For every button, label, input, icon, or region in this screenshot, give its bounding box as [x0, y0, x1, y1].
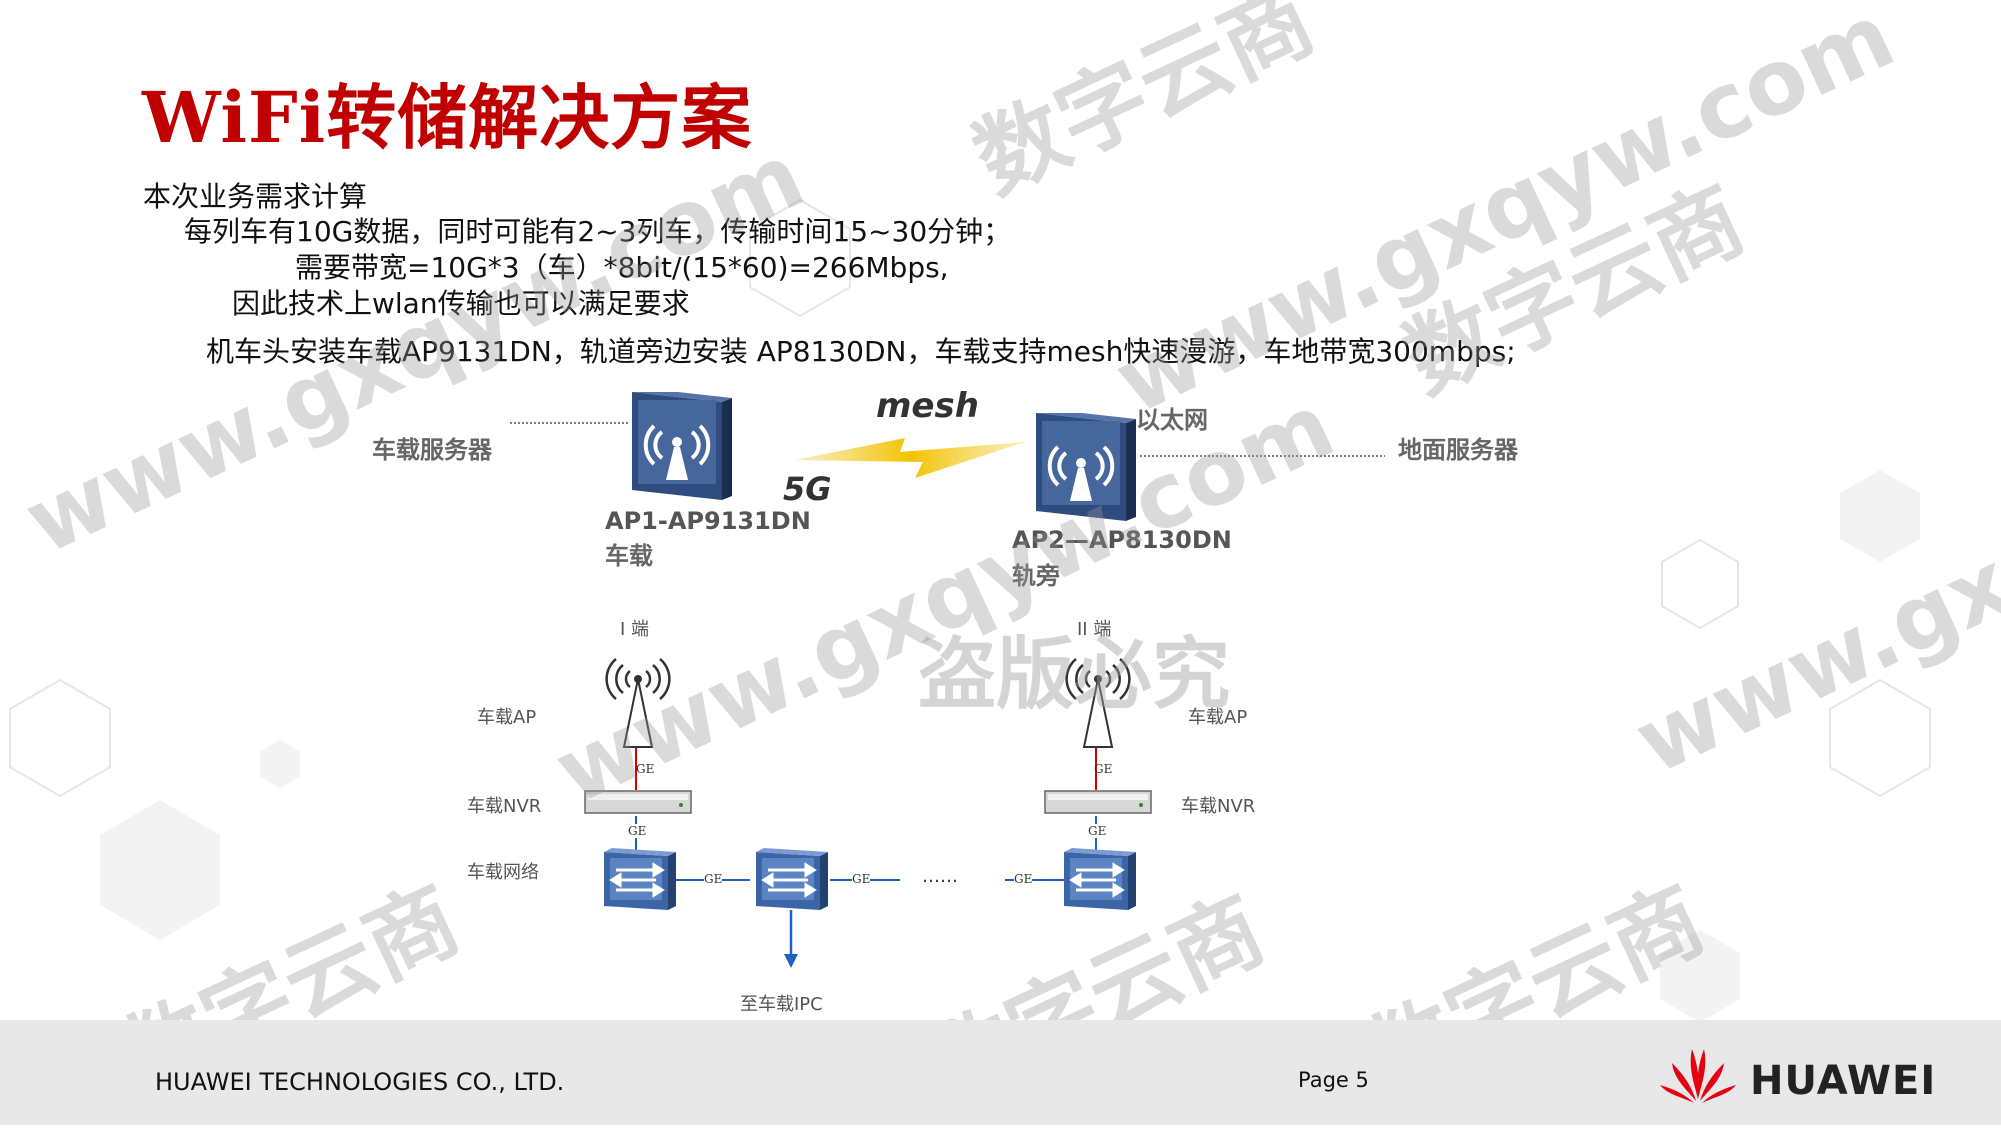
deployment-line: 机车头安装车载AP9131DN，轨道旁边安装 AP8130DN，车载支持mesh…	[206, 335, 1516, 368]
vehicle-server-label: 车载服务器	[372, 436, 492, 464]
ge-label-ap-nvr-left: GE	[636, 762, 655, 776]
end2-label: II 端	[1077, 619, 1112, 640]
page-number: Page 5	[1298, 1068, 1369, 1092]
vehicle-nvr-right-icon	[1044, 790, 1152, 814]
vehicle-network-label: 车载网络	[467, 862, 539, 883]
slide-title: WiFi转储解决方案	[142, 76, 753, 159]
ap2-access-point-icon	[1036, 413, 1136, 521]
ge-label-chain-2: GE	[852, 872, 871, 886]
vehicle-ap-antenna-left-icon	[605, 658, 671, 748]
vehicle-ap-right-label: 车载AP	[1188, 707, 1248, 728]
vehicle-ap-antenna-right-icon	[1065, 658, 1131, 748]
vehicle-nvr-left-label: 车载NVR	[467, 796, 542, 817]
anti-piracy-watermark: 盗版必究	[918, 630, 1231, 720]
ap-nvr-link-right	[1095, 748, 1097, 790]
requirement-line: 每列车有10G数据，同时可能有2~3列车，传输时间15~30分钟；	[184, 215, 1012, 248]
band-label: 5G	[783, 470, 832, 508]
ap-nvr-link-left	[635, 748, 637, 790]
ap1-access-point-icon	[632, 392, 732, 500]
ge-label-ap-nvr-right: GE	[1094, 762, 1113, 776]
ap2-place-label: 轨旁	[1012, 562, 1060, 590]
vehicle-switch-2-icon	[756, 848, 828, 910]
ge-label-nvr-switch-right: GE	[1088, 824, 1107, 838]
ge-label-chain-3: GE	[1014, 872, 1033, 886]
bandwidth-formula: 需要带宽=10G*3（车）*8bit/(15*60)=266Mbps,	[295, 251, 949, 284]
vehicle-ap-left-label: 车载AP	[477, 707, 537, 728]
intro-text: 本次业务需求计算	[143, 180, 368, 213]
mesh-label: mesh	[876, 386, 979, 426]
huawei-brand-text: HUAWEI	[1750, 1058, 1937, 1104]
arrow-down-icon	[784, 910, 798, 968]
conclusion-line: 因此技术上wlan传输也可以满足要求	[232, 287, 690, 320]
ap1-model-label: AP1-AP9131DN	[605, 507, 811, 535]
ge-label-chain-1: GE	[704, 872, 723, 886]
huawei-logo-icon	[1660, 1049, 1736, 1103]
end1-label: I 端	[620, 619, 650, 640]
vehicle-server-link	[510, 422, 630, 424]
to-ipc-label: 至车载IPC	[740, 994, 823, 1015]
vehicle-switch-1-icon	[604, 848, 676, 910]
footer-company: HUAWEI TECHNOLOGIES CO., LTD.	[155, 1068, 565, 1096]
vehicle-nvr-left-icon	[584, 790, 692, 814]
ap2-model-label: AP2—AP8130DN	[1012, 526, 1232, 554]
mesh-wireless-link-icon	[795, 438, 1025, 478]
ethernet-label: 以太网	[1136, 406, 1208, 434]
ground-server-link	[1140, 455, 1385, 457]
ground-server-label: 地面服务器	[1398, 436, 1518, 464]
vehicle-switch-3-icon	[1064, 848, 1136, 910]
ge-label-nvr-switch-left: GE	[628, 824, 647, 838]
footer-bar	[0, 1020, 2001, 1125]
ap1-place-label: 车载	[605, 542, 653, 570]
vehicle-nvr-right-label: 车载NVR	[1181, 796, 1256, 817]
chain-continuation-dots: ……	[922, 866, 958, 887]
